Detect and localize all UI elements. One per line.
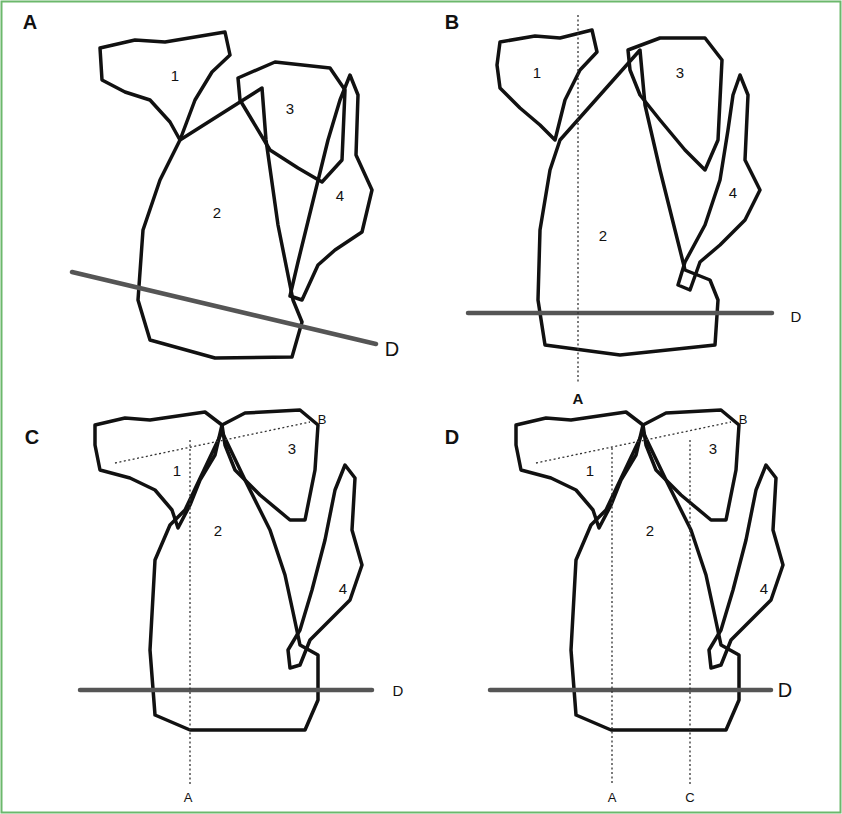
bone-number: 2 [646, 523, 654, 538]
bone-number: 4 [339, 581, 347, 596]
panel-d [490, 410, 783, 784]
bone-number: 4 [729, 185, 737, 200]
line-label: B [318, 413, 327, 426]
bone-number: 2 [599, 228, 607, 243]
line-label: D [385, 339, 399, 359]
bone-number: 2 [213, 205, 221, 220]
panel-a [72, 32, 376, 358]
panel-letter: C [25, 427, 39, 447]
line-label: B [739, 413, 748, 426]
panel-letter: D [445, 427, 459, 447]
bone-number: 1 [533, 65, 541, 80]
bone-number: 1 [173, 463, 181, 478]
line-label: A [608, 791, 617, 804]
panel-b [468, 15, 772, 384]
line-label: D [778, 680, 792, 700]
bone-number: 1 [171, 68, 179, 83]
bone-number: 1 [586, 463, 594, 478]
bone-number: 3 [676, 65, 684, 80]
bone-number: 4 [336, 188, 344, 203]
bone-number: 3 [288, 441, 296, 456]
line-label: C [685, 791, 694, 804]
line-label: A [184, 791, 193, 804]
bone-number: 4 [760, 581, 768, 596]
panel-letter: B [445, 12, 459, 32]
panel-c [80, 410, 372, 784]
line-label: D [791, 309, 802, 324]
panel-letter: A [23, 12, 37, 32]
bone-number: 2 [214, 523, 222, 538]
line-label: A [573, 391, 584, 406]
line-label: D [393, 683, 404, 698]
bone-number: 3 [709, 441, 717, 456]
bone-number: 3 [286, 101, 294, 116]
